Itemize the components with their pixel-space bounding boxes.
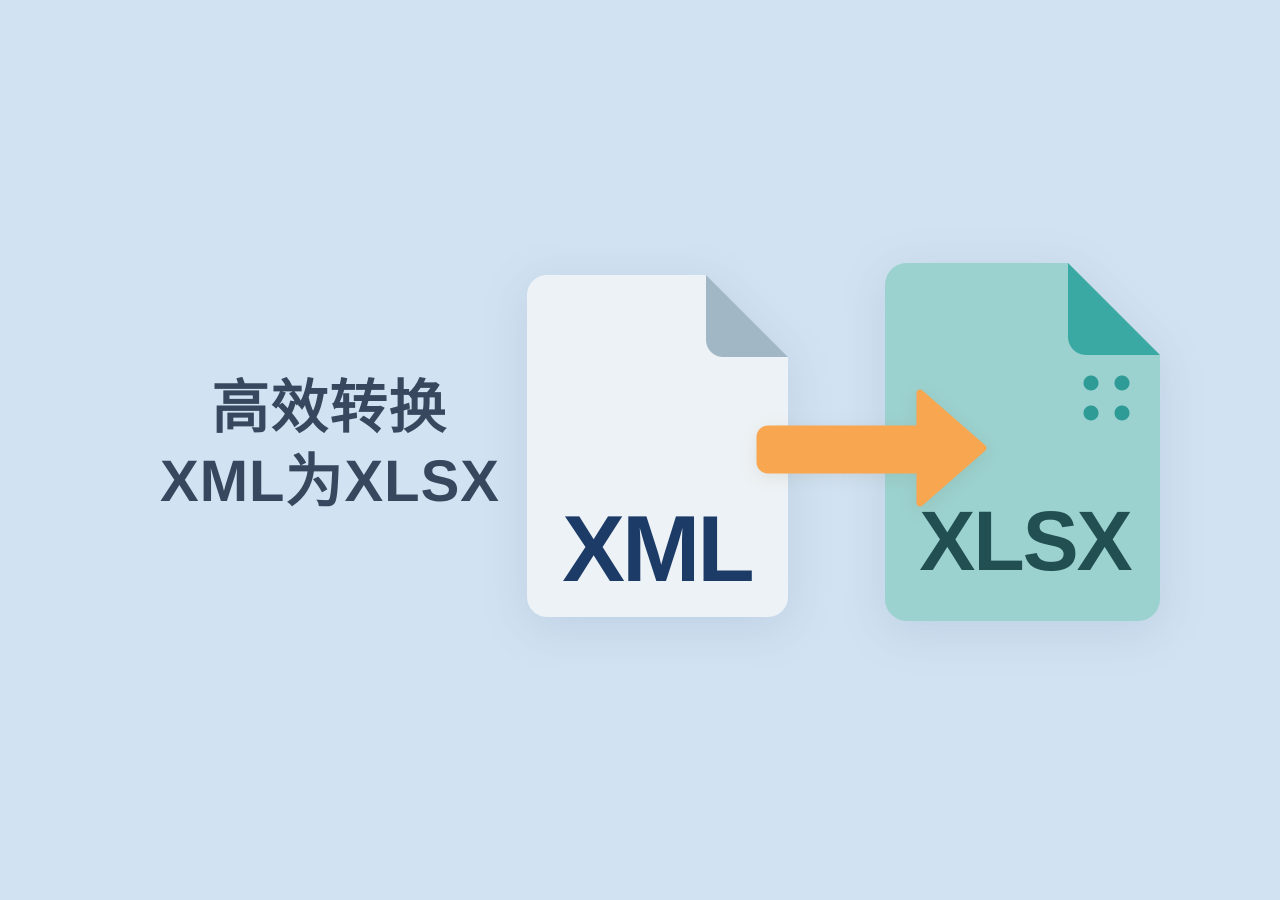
grid-dot	[1083, 375, 1099, 391]
xml-folded-corner-icon	[706, 275, 788, 357]
headline-line-1: 高效转换	[211, 375, 448, 440]
xml-file-body	[527, 275, 788, 617]
dot-grid-icon	[1083, 375, 1130, 421]
headline-line-2: XML为XLSX	[160, 449, 500, 514]
right-arrow-shape	[756, 389, 987, 507]
xml-file-icon: XML	[527, 275, 788, 617]
right-arrow-icon	[756, 389, 987, 507]
xlsx-file-icon: XLSX	[885, 263, 1160, 621]
xml-file-label: XML	[562, 496, 752, 601]
xlsx-folded-corner-icon	[1068, 263, 1160, 355]
xlsx-file-label: XLSX	[919, 494, 1132, 588]
conversion-headline: 高效转换 XML为XLSX	[80, 371, 580, 519]
grid-dot	[1114, 405, 1130, 421]
grid-dot	[1083, 405, 1099, 421]
grid-dot	[1114, 375, 1130, 391]
